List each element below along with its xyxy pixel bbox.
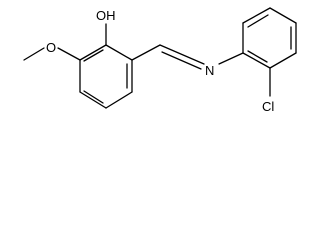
- bond: [242, 52, 271, 69]
- double-bond-inner: [247, 50, 268, 63]
- imine-double-bond: [159, 44, 205, 65]
- bond: [105, 91, 133, 109]
- bond: [79, 44, 107, 61]
- chlorophenyl-ring: [242, 7, 297, 69]
- molecule-structure-canvas: OH O N Cl: [23, 7, 297, 114]
- bond: [79, 91, 107, 109]
- bond: [269, 7, 297, 24]
- double-bond-inner: [247, 14, 269, 28]
- bond: [242, 7, 271, 24]
- double-bond-inner: [83, 90, 104, 104]
- double-bond-inner: [83, 49, 104, 62]
- chlorine-label: Cl: [262, 99, 274, 114]
- imine-nitrogen-label: N: [205, 63, 214, 78]
- bond: [105, 44, 133, 61]
- bond-o-methyl: [23, 47, 45, 61]
- molecule-diagram: OH O N Cl: [23, 7, 297, 114]
- bond: [269, 52, 297, 69]
- bond-c-o-methoxy: [57, 47, 81, 61]
- hydroxyl-label: OH: [96, 8, 116, 23]
- phenol-ring: [79, 44, 133, 109]
- imine-double-bond-inner: [161, 51, 202, 70]
- bond-ring-ch: [131, 44, 161, 61]
- bond-n-ring: [218, 52, 244, 65]
- methoxy-oxygen-label: O: [46, 40, 56, 55]
